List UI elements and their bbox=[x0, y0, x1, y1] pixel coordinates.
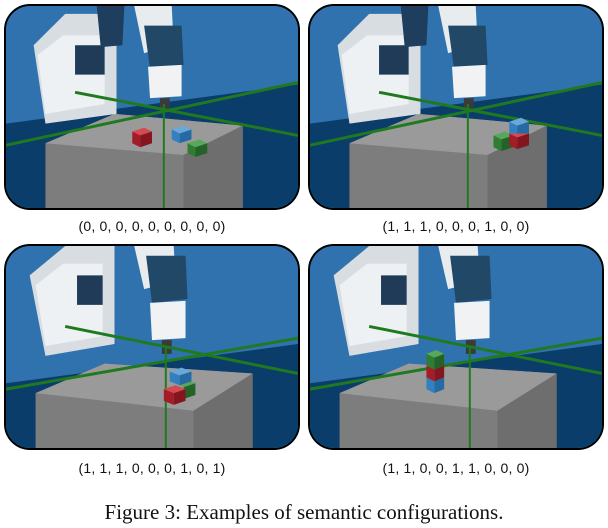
red-block bbox=[509, 129, 529, 150]
blue-block bbox=[169, 367, 192, 386]
robot-scene-1 bbox=[6, 6, 298, 208]
scene-panel-4 bbox=[308, 244, 604, 450]
scene-panel-1 bbox=[4, 4, 300, 210]
figure-caption: Figure 3: Examples of semantic configura… bbox=[104, 500, 504, 524]
robot-scene-2 bbox=[310, 6, 602, 208]
robot-scene-4 bbox=[310, 246, 602, 448]
panel-label-1: (0, 0, 0, 0, 0, 0, 0, 0, 0) bbox=[78, 218, 226, 234]
scene-panel-2 bbox=[308, 4, 604, 210]
blue-block bbox=[509, 117, 529, 134]
red-block bbox=[163, 385, 186, 405]
panel-label-4: (1, 1, 0, 0, 1, 1, 0, 0, 0) bbox=[382, 460, 530, 476]
red-block bbox=[426, 365, 445, 382]
red-block bbox=[132, 127, 152, 148]
green-block bbox=[426, 349, 445, 370]
robot-scene-3 bbox=[6, 246, 298, 448]
panel-label-2: (1, 1, 1, 0, 0, 0, 1, 0, 0) bbox=[382, 218, 530, 234]
blue-block bbox=[171, 125, 192, 144]
panel-label-3: (1, 1, 1, 0, 0, 0, 1, 0, 1) bbox=[78, 460, 226, 476]
scene-panel-3 bbox=[4, 244, 300, 450]
green-block bbox=[187, 139, 208, 158]
